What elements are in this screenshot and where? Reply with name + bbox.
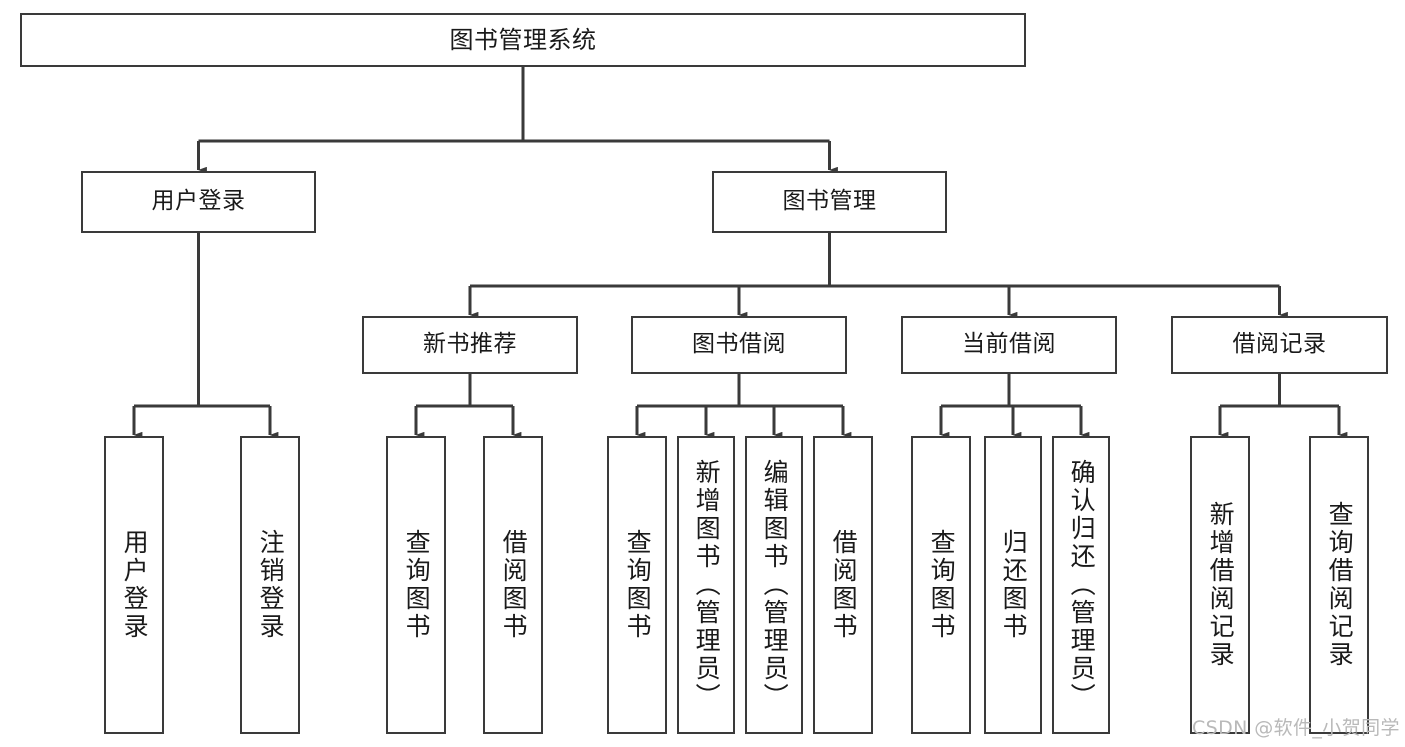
node-bw-edit: 编辑图书（管理员） bbox=[745, 436, 803, 734]
node-label: 图书管理 bbox=[782, 188, 877, 215]
edge-group bbox=[132, 67, 1348, 439]
node-rc-add: 新增借阅记录 bbox=[1190, 436, 1250, 734]
node-current: 当前借阅 bbox=[901, 316, 1117, 374]
node-label: 借阅记录 bbox=[1232, 331, 1327, 358]
node-nb-borrow: 借阅图书 bbox=[483, 436, 543, 734]
node-cb-query: 查询图书 bbox=[911, 436, 971, 734]
node-bw-query: 查询图书 bbox=[607, 436, 667, 734]
node-label: 新增图书（管理员） bbox=[692, 459, 722, 711]
node-label: 图书管理系统 bbox=[449, 25, 597, 54]
node-rc-query: 查询借阅记录 bbox=[1309, 436, 1369, 734]
node-cb-return: 归还图书 bbox=[984, 436, 1042, 734]
node-label: 归还图书 bbox=[999, 529, 1029, 641]
node-label: 确认归还（管理员） bbox=[1067, 459, 1097, 711]
node-login: 用户登录 bbox=[81, 171, 316, 233]
node-root: 图书管理系统 bbox=[20, 13, 1026, 67]
node-records: 借阅记录 bbox=[1171, 316, 1388, 374]
node-label: 查询图书 bbox=[927, 529, 957, 641]
node-newbook: 新书推荐 bbox=[362, 316, 578, 374]
node-bw-borrow: 借阅图书 bbox=[813, 436, 873, 734]
node-label: 查询图书 bbox=[623, 529, 653, 641]
node-label: 查询图书 bbox=[402, 529, 432, 641]
node-nb-query: 查询图书 bbox=[386, 436, 446, 734]
node-bookmgmt: 图书管理 bbox=[712, 171, 947, 233]
node-label: 当前借阅 bbox=[962, 331, 1056, 358]
node-label: 图书借阅 bbox=[692, 331, 786, 358]
node-label: 借阅图书 bbox=[499, 529, 529, 641]
node-bw-add: 新增图书（管理员） bbox=[677, 436, 735, 734]
node-userlogout: 注销登录 bbox=[240, 436, 300, 734]
node-userlogin: 用户登录 bbox=[104, 436, 164, 734]
node-label: 用户登录 bbox=[120, 529, 150, 641]
node-cb-confirm: 确认归还（管理员） bbox=[1052, 436, 1110, 734]
node-borrow: 图书借阅 bbox=[631, 316, 847, 374]
node-label: 借阅图书 bbox=[829, 529, 859, 641]
node-label: 注销登录 bbox=[256, 529, 286, 641]
node-label: 新增借阅记录 bbox=[1206, 501, 1236, 669]
node-label: 编辑图书（管理员） bbox=[760, 459, 790, 711]
node-label: 查询借阅记录 bbox=[1325, 501, 1355, 669]
node-label: 新书推荐 bbox=[423, 331, 517, 358]
node-label: 用户登录 bbox=[151, 188, 246, 215]
